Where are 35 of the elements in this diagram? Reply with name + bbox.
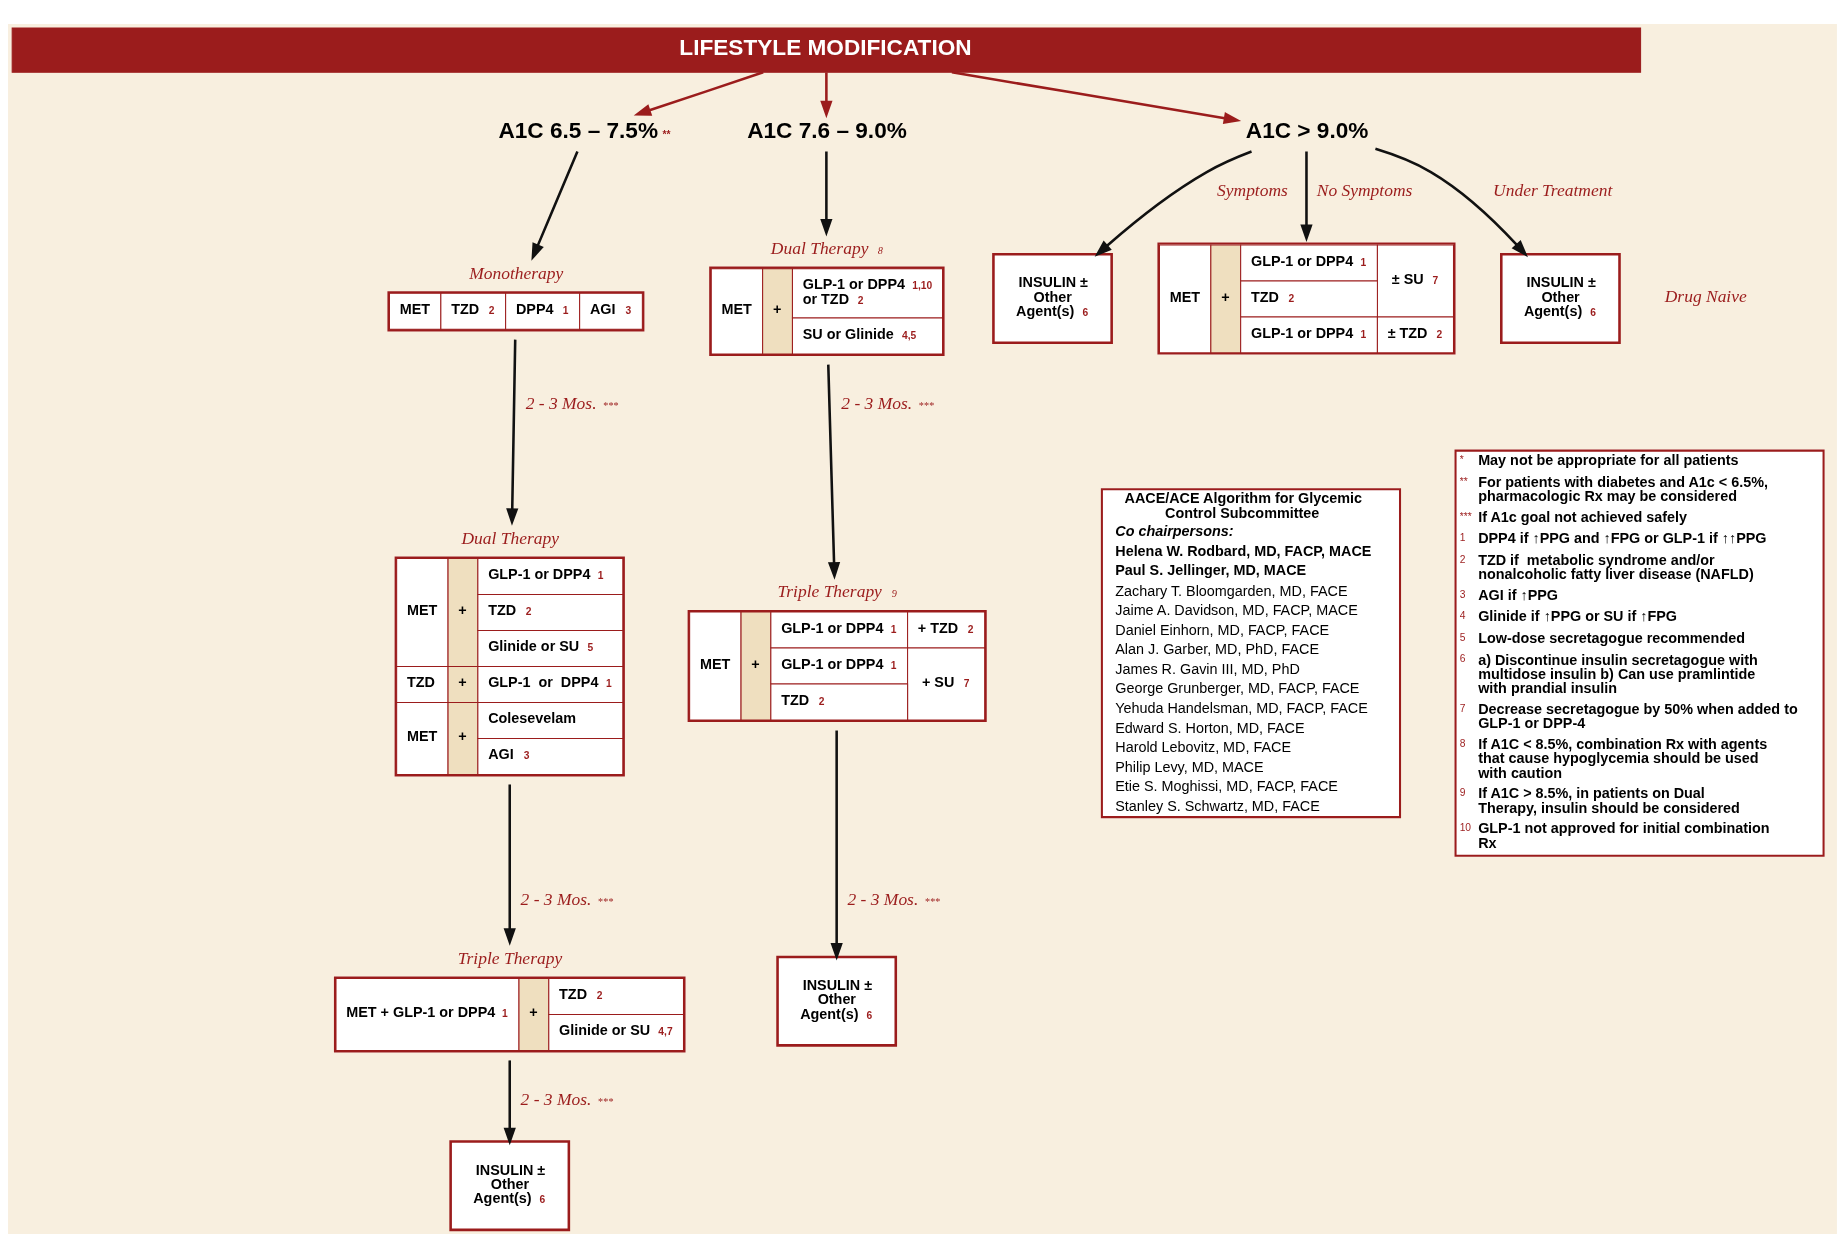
arrow [1094, 150, 1252, 257]
node-label: Dual Therapy [461, 527, 559, 548]
node-box: INSULIN ± Other Agent(s) 6 [449, 1140, 571, 1232]
arrow [503, 1060, 516, 1146]
node-text: A1C 6.5 – 7.5%** [498, 117, 671, 143]
edge-label: 2 - 3 Mos.*** [847, 889, 940, 910]
node-box: INSULIN ± Other Agent(s) 6 [992, 253, 1113, 344]
label: Drug Naive [1664, 285, 1747, 306]
node-box: INSULIN ± Other Agent(s) 6 [1500, 253, 1621, 344]
node-label: Triple Therapy 9 [777, 581, 897, 602]
arrow [1300, 151, 1313, 242]
arrow [951, 71, 1242, 125]
edge-label: 2 - 3 Mos.*** [841, 392, 934, 413]
node-text: A1C 7.6 – 9.0% [747, 117, 907, 143]
arrow [1375, 147, 1528, 258]
edge-label: Symptoms [1217, 179, 1288, 200]
edge-label: 2 - 3 Mos.*** [520, 1088, 614, 1109]
arrow [820, 151, 833, 237]
arrow [830, 730, 843, 961]
arrow [827, 364, 841, 580]
node-box: INSULIN ± Other Agent(s) 6 [776, 955, 898, 1047]
edge-label: 2 - 3 Mos.*** [520, 889, 614, 910]
edge-label: Under Treatment [1493, 179, 1613, 200]
node-box: LIFESTYLE MODIFICATION [11, 27, 1642, 73]
node-text: A1C > 9.0% [1245, 117, 1369, 143]
edge-label: No Symptoms [1316, 179, 1413, 200]
node-label: Dual Therapy 8 [770, 237, 883, 258]
edge-label: 2 - 3 Mos.*** [525, 392, 619, 413]
arrow [633, 71, 764, 116]
arrow [506, 339, 519, 526]
arrow [820, 72, 833, 119]
node-label: Monotherapy [469, 262, 564, 283]
arrow [531, 151, 579, 261]
arrow [503, 784, 516, 946]
node-label: Triple Therapy [457, 947, 563, 968]
